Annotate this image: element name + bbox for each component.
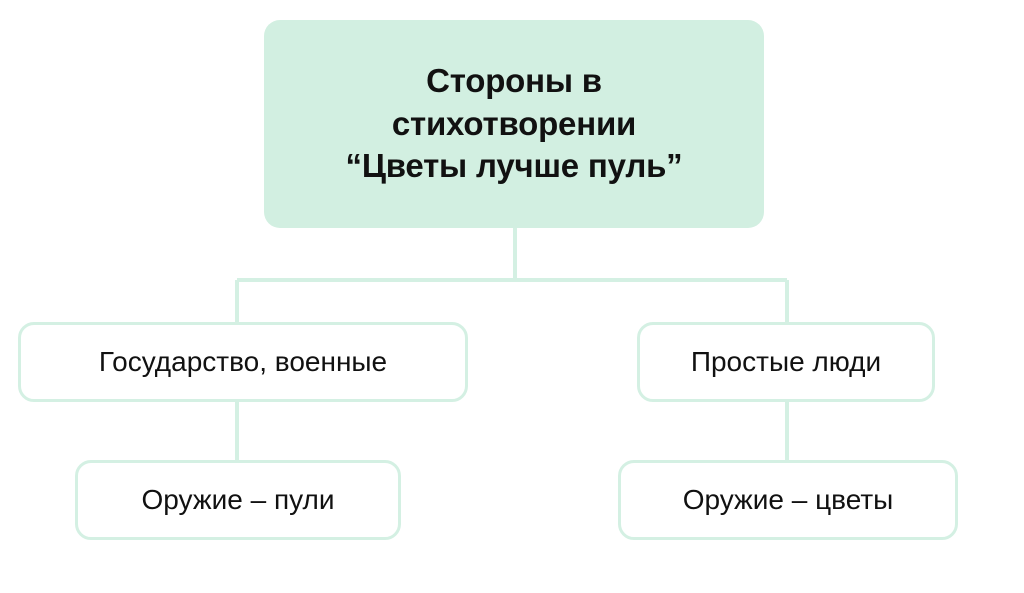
node-root: Стороны в стихотворении “Цветы лучше пул… bbox=[264, 20, 764, 228]
node-root-label: Стороны в стихотворении “Цветы лучше пул… bbox=[345, 61, 683, 185]
node-level2-state-military-label: Государство, военные bbox=[98, 346, 388, 378]
node-level2-ordinary-people: Простые люди bbox=[637, 322, 935, 402]
node-level2-state-military: Государство, военные bbox=[18, 322, 468, 402]
node-level3-weapon-bullets-label: Оружие – пули bbox=[141, 484, 335, 516]
node-level2-ordinary-people-label: Простые люди bbox=[690, 346, 882, 378]
node-level3-weapon-bullets: Оружие – пули bbox=[75, 460, 401, 540]
node-level3-weapon-flowers-label: Оружие – цветы bbox=[682, 484, 894, 516]
node-level3-weapon-flowers: Оружие – цветы bbox=[618, 460, 958, 540]
